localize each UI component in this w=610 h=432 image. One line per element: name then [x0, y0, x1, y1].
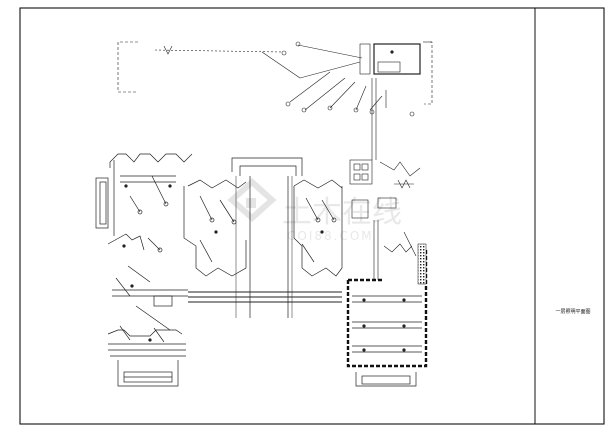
- right-fixture-cluster: [349, 159, 421, 280]
- sheet-frame: [19, 7, 605, 425]
- upper-wing-plan: [117, 41, 433, 160]
- middle-units: [183, 179, 343, 277]
- right-annex-plan: [346, 243, 428, 387]
- watermark-brand-en: COI88.COM: [287, 229, 374, 243]
- left-wing-plan: [95, 153, 193, 387]
- watermark-logo: 土木在线 COI88.COM: [227, 177, 402, 243]
- light-fixture-symbols: [122, 50, 406, 352]
- sheet-title: 一层照明平面图: [555, 309, 591, 315]
- central-corridor: [188, 157, 342, 318]
